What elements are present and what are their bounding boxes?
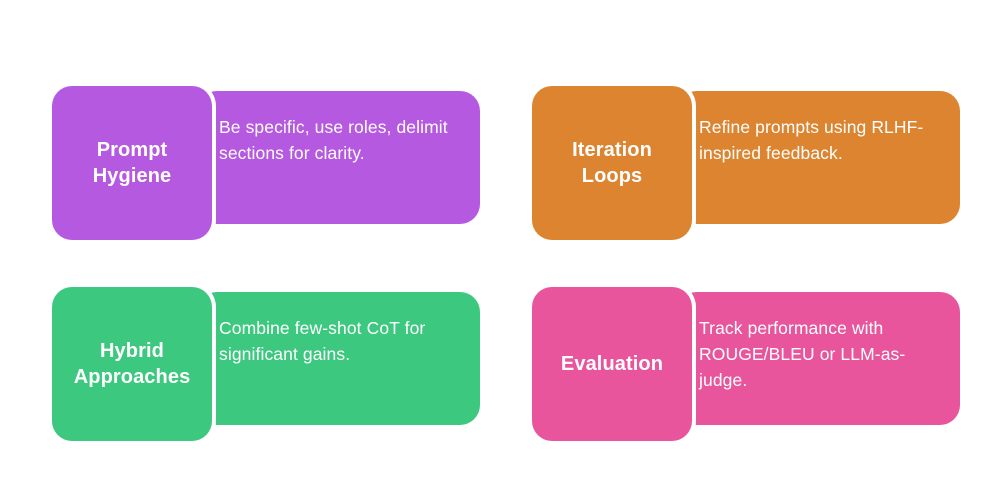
card-body-text: Refine prompts using RLHF-inspired feedb… bbox=[699, 117, 924, 163]
card-body-text: Track performance with ROUGE/BLEU or LLM… bbox=[699, 318, 906, 390]
card-label-text: Prompt Hygiene bbox=[92, 139, 172, 187]
card-body-text: Combine few-shot CoT for significant gai… bbox=[219, 318, 426, 364]
card-iteration-loops[interactable]: Refine prompts using RLHF-inspired feedb… bbox=[532, 86, 960, 240]
card-label-text: Iteration Loops bbox=[572, 139, 652, 187]
card-body-panel: Track performance with ROUGE/BLEU or LLM… bbox=[677, 292, 960, 425]
card-label-text: Hybrid Approaches bbox=[73, 340, 191, 388]
card-hybrid-approaches[interactable]: Combine few-shot CoT for significant gai… bbox=[52, 287, 480, 441]
card-label-panel[interactable]: Hybrid Approaches bbox=[52, 287, 212, 441]
card-evaluation[interactable]: Track performance with ROUGE/BLEU or LLM… bbox=[532, 287, 960, 441]
card-body-panel: Be specific, use roles, delimit sections… bbox=[197, 91, 480, 224]
card-prompt-hygiene[interactable]: Be specific, use roles, delimit sections… bbox=[52, 86, 480, 240]
card-label-panel[interactable]: Evaluation bbox=[532, 287, 692, 441]
card-body-panel: Combine few-shot CoT for significant gai… bbox=[197, 292, 480, 425]
card-label-text: Evaluation bbox=[560, 353, 664, 375]
card-body-panel: Refine prompts using RLHF-inspired feedb… bbox=[677, 91, 960, 224]
card-body-text: Be specific, use roles, delimit sections… bbox=[219, 117, 448, 163]
card-label-panel[interactable]: Iteration Loops bbox=[532, 86, 692, 240]
card-label-panel[interactable]: Prompt Hygiene bbox=[52, 86, 212, 240]
